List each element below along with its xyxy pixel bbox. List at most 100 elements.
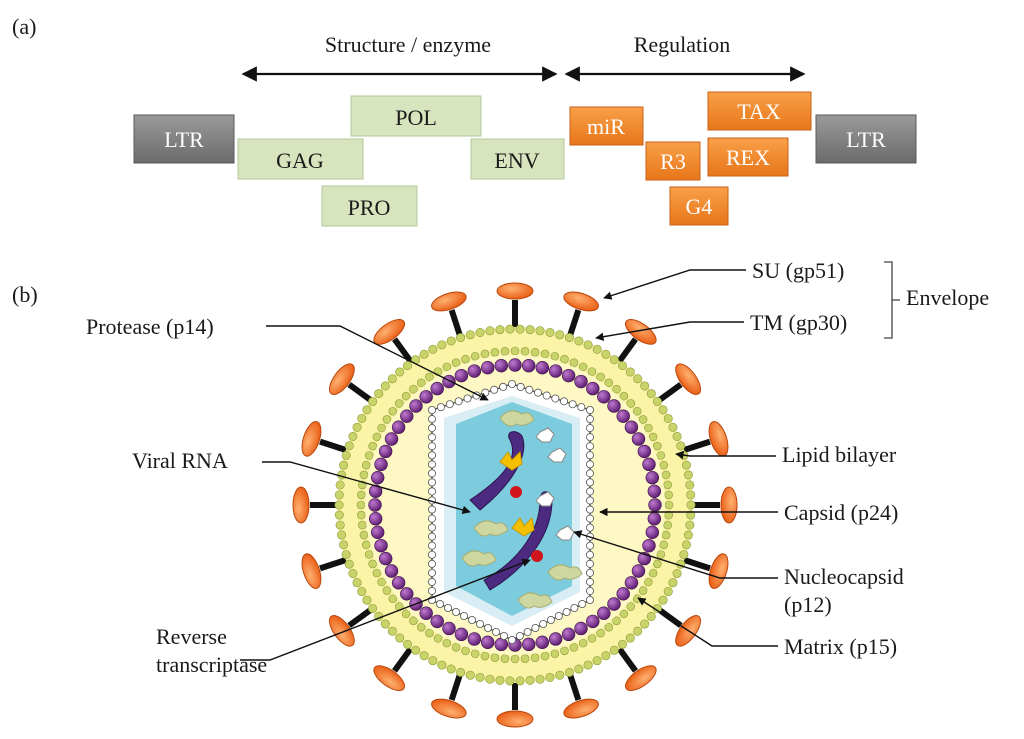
lipid-bead [578, 362, 588, 372]
lipid-bead [625, 367, 635, 377]
lipid-bead [555, 330, 565, 340]
matrix-bead [419, 606, 433, 620]
matrix-bead [400, 409, 414, 423]
lipid-bead [520, 347, 530, 356]
panel-b: (b) [12, 258, 989, 728]
gene-mir-label: miR [587, 114, 625, 139]
lipid-bead [352, 422, 362, 432]
lipid-bead [337, 530, 347, 540]
capsid-bead [570, 604, 579, 613]
lipid-bead [495, 675, 505, 685]
matrix-bead [467, 364, 482, 378]
capsid-bead [427, 405, 436, 414]
lipid-bead [419, 349, 429, 359]
spike-head [563, 698, 599, 719]
lipid-bead [362, 405, 372, 415]
spike-head [328, 363, 355, 396]
lipid-bead [676, 441, 686, 451]
matrix-bead [522, 358, 536, 373]
lipid-bead [364, 550, 374, 559]
matrix-bead [642, 457, 656, 472]
lipid-bead [394, 399, 404, 408]
lipid-bead [374, 389, 384, 399]
lipid-bead [663, 413, 673, 423]
capsid-bead [427, 550, 436, 559]
lipid-bead [382, 586, 392, 595]
lipid-bead [334, 510, 344, 520]
lipid-bead [672, 431, 682, 441]
capsid-bead [539, 620, 548, 629]
lipid-bead [569, 642, 579, 652]
lipid-bead [661, 470, 671, 480]
lipid-bead [348, 569, 358, 579]
matrix-bead [561, 368, 576, 383]
lipid-bead [664, 500, 674, 510]
matrix-bead [384, 564, 399, 578]
matrix-bead [409, 399, 423, 413]
leader-su [603, 269, 746, 300]
matrix-bead [391, 420, 406, 434]
lipid-bead [659, 460, 669, 470]
capsid-bead [475, 620, 484, 629]
matrix-bead [535, 635, 550, 650]
matrix-bead [631, 432, 646, 446]
lipid-bead [648, 432, 658, 442]
matrix-bead [467, 632, 482, 646]
lipid-bead [564, 667, 574, 677]
capsid-bead [586, 541, 595, 550]
lipid-bead [656, 451, 666, 460]
lipid-bead [640, 619, 650, 629]
lipid-bead [686, 510, 696, 520]
lipid-bead [515, 676, 525, 686]
matrix-bead [597, 606, 611, 620]
lipid-bead [433, 634, 443, 643]
capsid-bead [459, 612, 468, 621]
capsid-bead [427, 541, 436, 550]
capsid-bead [427, 523, 436, 532]
spike-head [373, 318, 406, 345]
gene-ltr-left-label: LTR [164, 127, 204, 152]
lipid-bead [652, 441, 662, 451]
lipid-bead [569, 358, 579, 368]
matrix-bead [480, 360, 495, 375]
spike-head [624, 318, 657, 345]
capsid-bead [542, 391, 551, 400]
matrix-bead [548, 364, 563, 378]
lipid-bead [681, 540, 691, 550]
matrix-bead [624, 420, 639, 434]
matrix-bead [631, 564, 646, 578]
structure-heading: Structure / enzyme [325, 32, 491, 57]
lipid-bead [377, 423, 386, 433]
capsid-bead [586, 496, 595, 505]
gene-pol: POL [350, 95, 482, 137]
capsid-bead [531, 624, 540, 633]
capsid-bead [507, 636, 516, 645]
lipid-bead [510, 346, 520, 356]
lipid-bead [587, 367, 597, 376]
lipid-bead [601, 349, 611, 359]
lipid-bead [592, 656, 602, 666]
lipid-bead [652, 397, 662, 407]
capsid-bead [515, 632, 524, 641]
gene-tax-label: TAX [737, 99, 781, 124]
lipid-bead [545, 328, 555, 338]
lipid-bead [364, 451, 374, 460]
lipid-bead [668, 422, 678, 432]
capsid-bead [547, 616, 556, 625]
lipid-bead [525, 325, 535, 335]
lipid-bead [550, 649, 560, 659]
lipid-bead [656, 550, 666, 559]
matrix-bead [454, 627, 469, 642]
lipid-bead [377, 577, 386, 587]
matrix-bead [574, 621, 588, 636]
capsid-bead [578, 600, 587, 609]
panel-a-label: (a) [12, 14, 36, 39]
capsid-bead [491, 628, 500, 637]
lipid-bead [437, 340, 447, 350]
leader-lines [240, 269, 778, 661]
capsid-bead [562, 608, 571, 617]
matrix-bead [430, 614, 444, 629]
lipid-bead [525, 675, 535, 685]
lipid-bead [604, 622, 614, 632]
spike-head [301, 421, 322, 457]
